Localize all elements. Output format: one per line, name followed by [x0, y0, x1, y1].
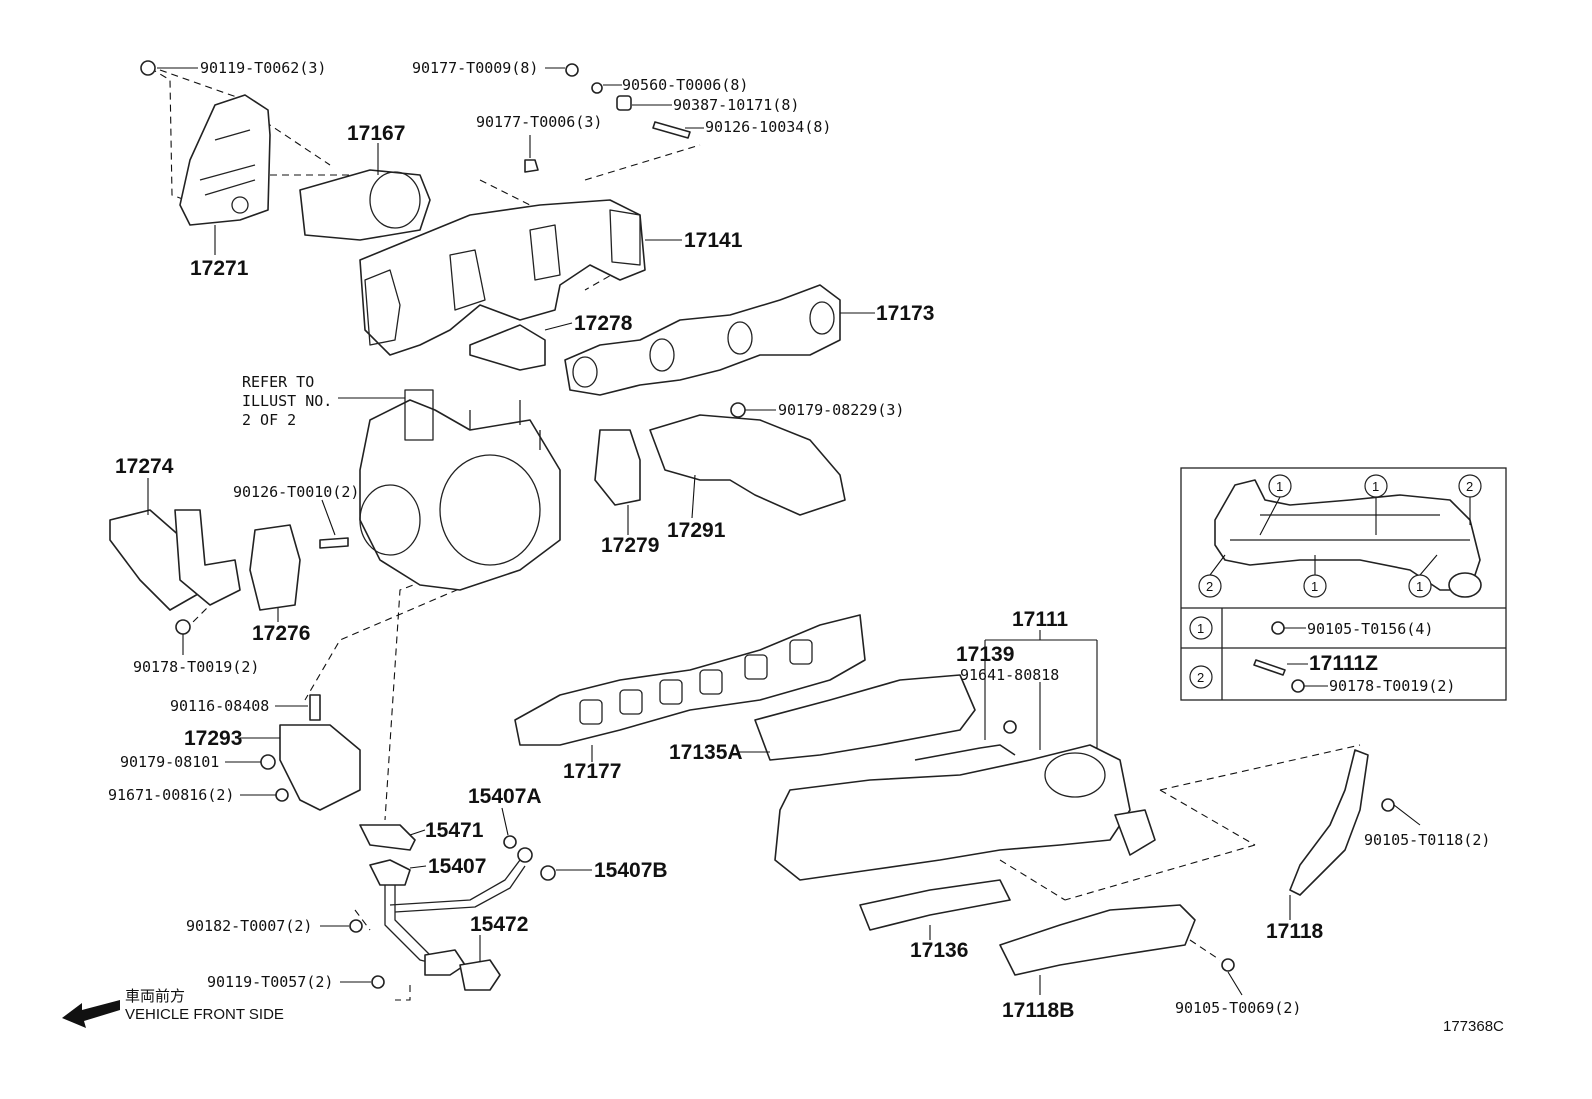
callout-90119-T0057[interactable]: 90119-T0057(2) [207, 973, 333, 991]
insulator-17136 [859, 879, 1011, 931]
callout-90178-T0019[interactable]: 90178-T0019(2) [133, 658, 259, 676]
callout-90126-10034[interactable]: 90126-10034(8) [705, 118, 831, 136]
callout-17291[interactable]: 17291 [667, 519, 726, 542]
callout-17139[interactable]: 17139 [956, 643, 1014, 666]
bracket-17118 [1289, 749, 1369, 896]
inset-circle-2a: 2 [1458, 474, 1482, 525]
callout-90179-08101[interactable]: 90179-08101 [120, 753, 219, 771]
callout-17118B[interactable]: 17118B [1002, 999, 1074, 1022]
callout-15471[interactable]: 15471 [425, 819, 484, 842]
insulator-17167 [299, 169, 431, 241]
callout-91641-80818[interactable]: 91641-80818 [960, 666, 1059, 684]
gasket-17276 [249, 524, 301, 611]
callout-15472[interactable]: 15472 [470, 913, 528, 936]
bolt-icon [1271, 621, 1285, 635]
inset-circle-2b: 2 [1198, 554, 1226, 598]
callout-17271[interactable]: 17271 [190, 257, 249, 280]
callout-90560-T0006[interactable]: 90560-T0006(8) [622, 76, 748, 94]
front-label-jp: 車両前方 [125, 988, 185, 1005]
inset-row1-part[interactable]: 90105-T0156(4) [1307, 620, 1433, 638]
callout-90387-10171[interactable]: 90387-10171(8) [673, 96, 799, 114]
callout-17276[interactable]: 17276 [252, 622, 310, 645]
exhaust-pipe-17291 [649, 414, 846, 516]
callout-17173[interactable]: 17173 [876, 302, 934, 325]
turbocharger [359, 389, 561, 591]
gasket-17173 [564, 284, 841, 396]
callout-17118[interactable]: 17118 [1266, 920, 1324, 943]
callout-17136[interactable]: 17136 [910, 939, 968, 962]
svg-text:1: 1 [1372, 479, 1379, 494]
bracket-17118B [999, 904, 1196, 976]
callout-90119-T0062[interactable]: 90119-T0062(3) [200, 59, 326, 77]
inset-circle-1b: 1 [1364, 474, 1388, 535]
vehicle-front-indicator: 車両前方 VEHICLE FRONT SIDE [62, 988, 284, 1028]
callout-90182-T0007[interactable]: 90182-T0007(2) [186, 917, 312, 935]
callout-15407A[interactable]: 15407A [468, 785, 542, 808]
inset-row2-marker [1189, 665, 1213, 689]
callout-17135A[interactable]: 17135A [669, 741, 743, 764]
callout-17167[interactable]: 17167 [347, 122, 405, 145]
front-label-en: VEHICLE FRONT SIDE [125, 1006, 284, 1023]
callout-15407[interactable]: 15407 [428, 855, 486, 878]
callout-leaders [147, 67, 1421, 996]
callout-17274[interactable]: 17274 [115, 455, 174, 478]
refer-note-line-3: 2 OF 2 [242, 411, 296, 429]
callout-17111[interactable]: 17111 [1012, 608, 1068, 631]
insulator-17135A [754, 674, 976, 761]
heat-insulator-17271 [179, 94, 271, 226]
refer-note: REFER TO ILLUST NO. 2 OF 2 [242, 373, 332, 429]
inset-row1-marker [1189, 616, 1213, 640]
intake-manifold-17111 [774, 744, 1156, 881]
callout-90177-T0009[interactable]: 90177-T0009(8) [412, 59, 538, 77]
svg-text:2: 2 [1206, 579, 1213, 594]
exhaust-manifold-17141 [359, 199, 646, 356]
svg-text:1: 1 [1197, 621, 1204, 636]
refer-note-line-2: ILLUST NO. [242, 392, 332, 410]
gasket-17279 [594, 429, 641, 506]
inset-circle-1c: 1 [1303, 555, 1327, 598]
svg-text:1: 1 [1416, 579, 1423, 594]
svg-text:2: 2 [1197, 670, 1204, 685]
hose-17274 [109, 509, 241, 611]
callout-15407B[interactable]: 15407B [594, 859, 668, 882]
bracket-17293 [279, 724, 361, 811]
callout-labels: 90119-T0062(3) 90177-T0009(8) 90560-T000… [108, 59, 1490, 1022]
gasket-17278 [469, 324, 546, 371]
callout-17293[interactable]: 17293 [184, 727, 242, 750]
refer-note-line-1: REFER TO [242, 373, 314, 391]
inset-row2-part-a[interactable]: 17111Z [1309, 652, 1378, 675]
inset-circle-1d: 1 [1408, 554, 1438, 598]
inset-manifold-sketch [1214, 479, 1482, 598]
gasket-15472 [459, 959, 501, 991]
callout-90179-08229[interactable]: 90179-08229(3) [778, 401, 904, 419]
callout-90126-T0010[interactable]: 90126-T0010(2) [233, 483, 359, 501]
callout-90116-08408[interactable]: 90116-08408 [170, 697, 269, 715]
inset-row2-part-b[interactable]: 90178-T0019(2) [1329, 677, 1455, 695]
fasteners [140, 60, 1395, 989]
callout-91671-00816[interactable]: 91671-00816(2) [108, 786, 234, 804]
stud-icon [1253, 659, 1286, 676]
callout-17177[interactable]: 17177 [563, 760, 621, 783]
front-arrow-icon [62, 1000, 120, 1028]
callout-90105-T0069[interactable]: 90105-T0069(2) [1175, 999, 1301, 1017]
svg-text:1: 1 [1276, 479, 1283, 494]
illustration-id: 177368C [1443, 1018, 1504, 1035]
callout-90105-T0118[interactable]: 90105-T0118(2) [1364, 831, 1490, 849]
nut-icon [1291, 679, 1305, 693]
gasket-15471 [359, 824, 416, 851]
svg-text:2: 2 [1466, 479, 1473, 494]
svg-text:1: 1 [1311, 579, 1318, 594]
inset-legend: 1 1 2 2 1 1 1 90 [1180, 467, 1507, 701]
callout-17278[interactable]: 17278 [574, 312, 633, 335]
inset-circle-1a: 1 [1259, 474, 1292, 536]
gasket-17177 [514, 614, 866, 746]
callout-17279[interactable]: 17279 [601, 534, 659, 557]
oil-pipe-15407 [369, 859, 526, 976]
callout-17141[interactable]: 17141 [684, 229, 743, 252]
callout-90177-T0006[interactable]: 90177-T0006(3) [476, 113, 602, 131]
